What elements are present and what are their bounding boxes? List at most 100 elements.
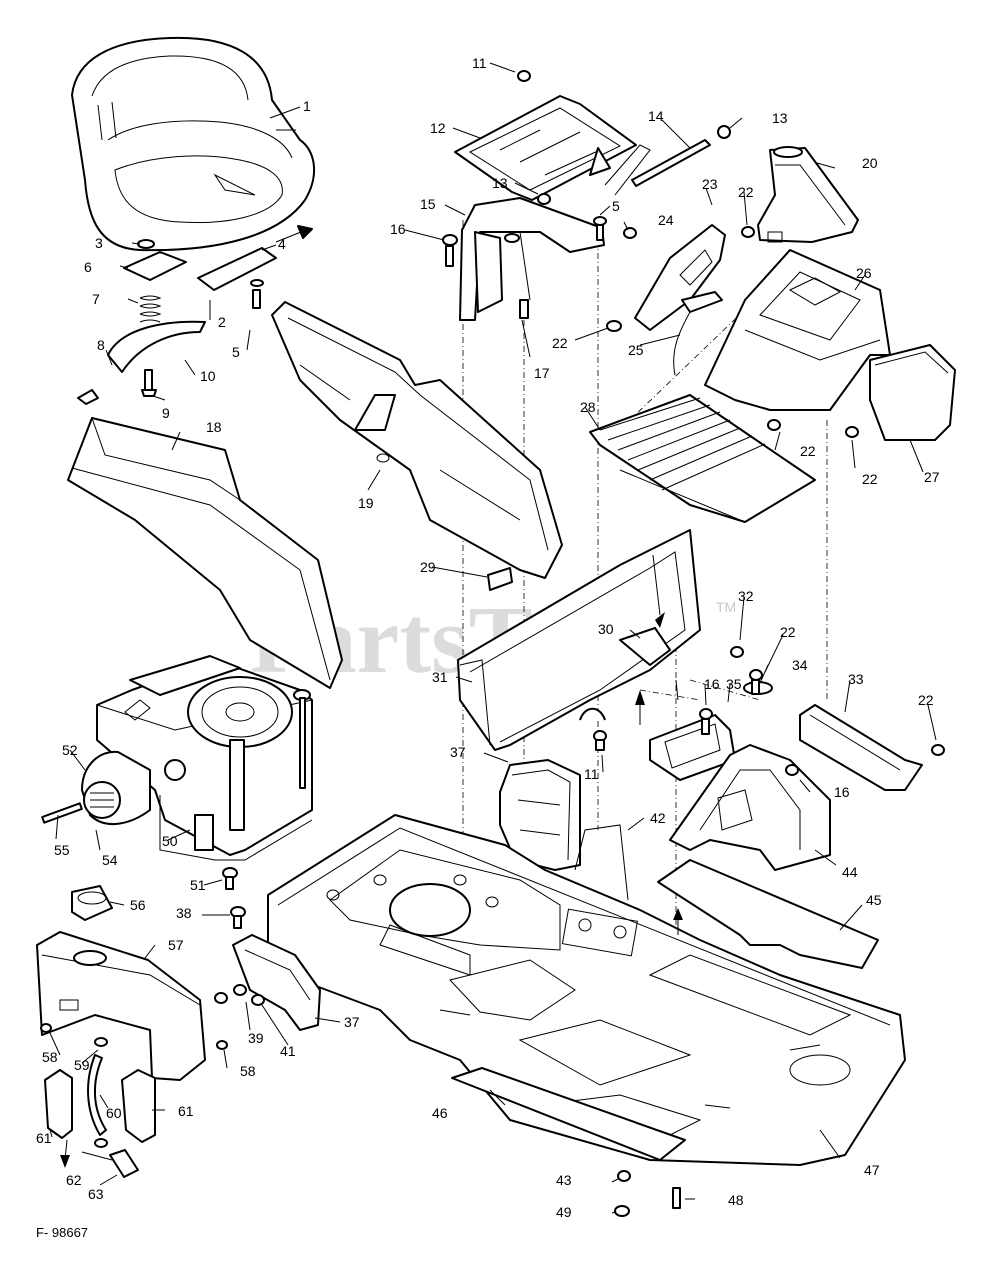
callout-28: 28 xyxy=(580,399,596,415)
callout-44: 44 xyxy=(842,864,858,880)
callout-22b: 22 xyxy=(552,335,568,351)
callout-37b: 37 xyxy=(344,1014,360,1030)
callout-55: 55 xyxy=(54,842,70,858)
callout-18: 18 xyxy=(206,419,222,435)
callout-4: 4 xyxy=(278,236,286,252)
control-rod xyxy=(574,824,629,901)
callout-50: 50 xyxy=(162,833,178,849)
callout-29: 29 xyxy=(420,559,436,575)
callout-43: 43 xyxy=(556,1172,572,1188)
callout-38: 38 xyxy=(176,905,192,921)
callout-19: 19 xyxy=(358,495,374,511)
callout-41: 41 xyxy=(280,1043,296,1059)
watermark-trademark: TM xyxy=(716,599,736,615)
console-bracket xyxy=(442,197,607,321)
callout-39: 39 xyxy=(248,1030,264,1046)
front-cowl xyxy=(457,529,744,751)
callout-10: 10 xyxy=(200,368,216,384)
callout-52: 52 xyxy=(62,742,78,758)
callout-32: 32 xyxy=(738,588,754,604)
figure-number: F- 98667 xyxy=(36,1225,88,1240)
callout-6: 6 xyxy=(84,259,92,275)
callout-30: 30 xyxy=(598,621,614,637)
callout-47: 47 xyxy=(864,1162,880,1178)
floor-mat xyxy=(657,859,879,969)
callout-33: 33 xyxy=(848,671,864,687)
leader-lines xyxy=(49,62,937,1214)
callout-56: 56 xyxy=(130,897,146,913)
callout-13a: 13 xyxy=(492,175,508,191)
callout-51: 51 xyxy=(190,877,206,893)
callout-61a: 61 xyxy=(36,1130,52,1146)
callout-59: 59 xyxy=(74,1057,90,1073)
callout-46: 46 xyxy=(432,1105,448,1121)
seat xyxy=(71,36,316,252)
callout-11a: 11 xyxy=(472,55,487,71)
callout-58a: 58 xyxy=(42,1049,58,1065)
main-deck xyxy=(267,814,906,1166)
rear-brackets xyxy=(649,669,945,871)
footplate xyxy=(451,1067,686,1161)
callout-16c: 16 xyxy=(834,784,850,800)
callout-54: 54 xyxy=(102,852,118,868)
callout-22a: 22 xyxy=(738,184,754,200)
callout-22d: 22 xyxy=(862,471,878,487)
side-cover xyxy=(869,344,956,441)
callout-1: 1 xyxy=(303,98,311,114)
fuel-line xyxy=(44,1037,156,1178)
callout-22e: 22 xyxy=(780,624,796,640)
pedal-shield xyxy=(499,759,581,871)
callout-48: 48 xyxy=(728,1192,744,1208)
callout-16b: 16 xyxy=(704,676,720,692)
callout-62: 62 xyxy=(66,1172,82,1188)
callout-12: 12 xyxy=(430,120,446,136)
callout-25: 25 xyxy=(628,342,644,358)
callout-37a: 37 xyxy=(450,744,466,760)
fuel-tank xyxy=(36,885,228,1081)
callout-16a: 16 xyxy=(390,221,406,237)
callout-45: 45 xyxy=(866,892,882,908)
air-cleaner xyxy=(41,750,151,826)
callout-42: 42 xyxy=(650,810,666,826)
console-tower xyxy=(757,146,859,243)
callout-17: 17 xyxy=(534,365,550,381)
callout-23: 23 xyxy=(702,176,718,192)
callout-9: 9 xyxy=(162,405,170,421)
pivot-rod xyxy=(537,125,731,205)
callout-14: 14 xyxy=(648,108,664,124)
callout-22f: 22 xyxy=(918,692,934,708)
engine xyxy=(96,655,313,890)
callout-34: 34 xyxy=(792,657,808,673)
seat-hardware xyxy=(77,225,313,405)
callout-22c: 22 xyxy=(800,443,816,459)
callout-31: 31 xyxy=(432,669,448,685)
callout-8: 8 xyxy=(97,337,105,353)
callout-5b: 5 xyxy=(612,198,620,214)
direction-arrows xyxy=(60,554,683,1168)
callout-26: 26 xyxy=(856,265,872,281)
dash-console xyxy=(704,249,891,438)
callout-63: 63 xyxy=(88,1186,104,1202)
floor-grate xyxy=(589,394,816,523)
callout-27: 27 xyxy=(924,469,940,485)
hood-panel xyxy=(67,417,343,689)
callout-49: 49 xyxy=(556,1204,572,1220)
callout-60: 60 xyxy=(106,1105,122,1121)
callout-58b: 58 xyxy=(240,1063,256,1079)
callout-7: 7 xyxy=(92,291,100,307)
callout-2: 2 xyxy=(218,314,226,330)
callout-5a: 5 xyxy=(232,344,240,360)
callout-3: 3 xyxy=(95,235,103,251)
callout-57: 57 xyxy=(168,937,184,953)
callout-61b: 61 xyxy=(178,1103,194,1119)
engine-bracket xyxy=(214,906,321,1031)
callout-35: 35 xyxy=(726,676,742,692)
callout-15: 15 xyxy=(420,196,436,212)
throttle-plate xyxy=(606,224,755,376)
upper-bracket xyxy=(454,70,637,201)
front-frame xyxy=(271,301,563,579)
callout-11b: 11 xyxy=(584,766,599,782)
callout-labels: 1 2 3 4 5 5 6 7 8 9 10 11 11 12 13 13 14… xyxy=(36,55,940,1220)
bottom-hardware xyxy=(614,1170,681,1217)
callout-24: 24 xyxy=(658,212,674,228)
